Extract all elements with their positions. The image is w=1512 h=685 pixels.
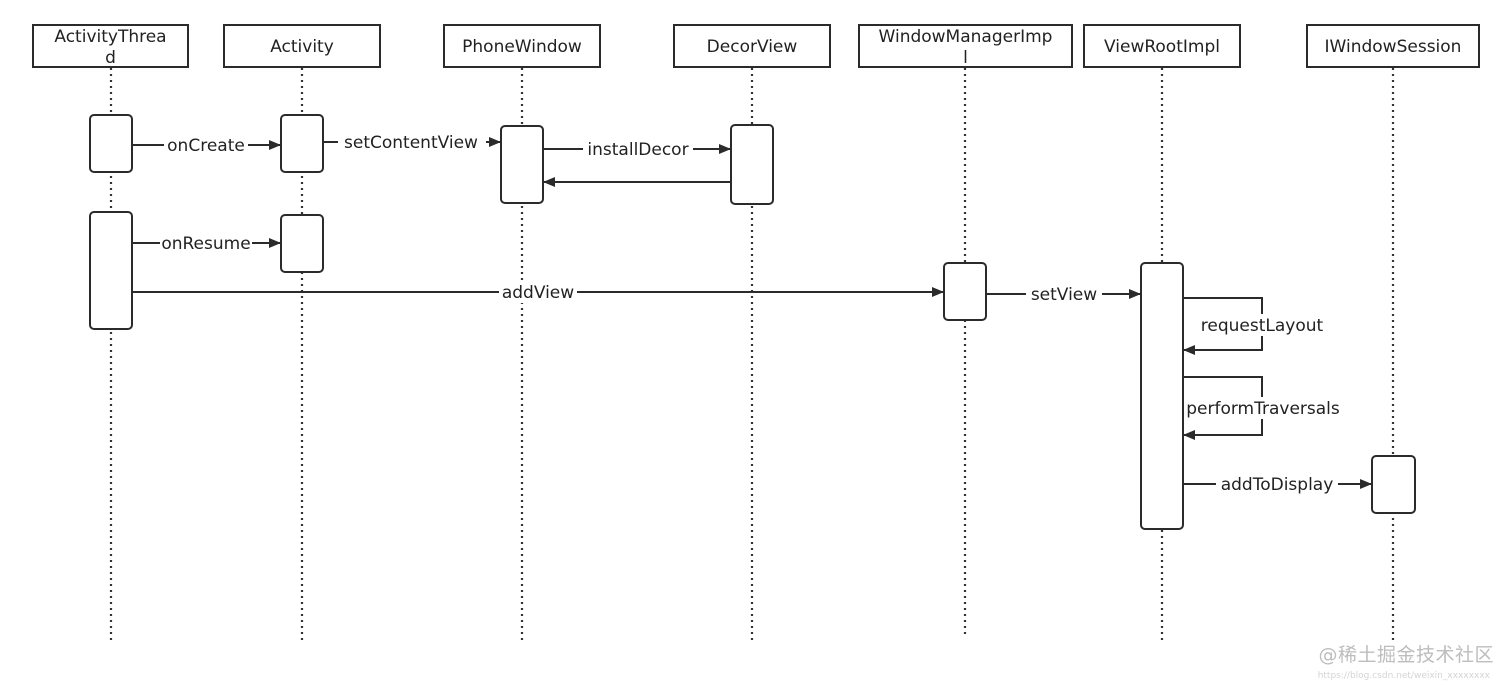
participant-label: DecorView <box>707 37 798 57</box>
participant-label: IWindowSession <box>1325 37 1462 57</box>
participant-label: Activity <box>270 37 334 57</box>
activation-activity-onresume <box>280 214 324 273</box>
participant-box <box>858 24 1073 68</box>
message-label-background <box>583 138 693 160</box>
participant-label-line-2: d <box>105 48 116 68</box>
message-label: onCreate <box>167 136 245 156</box>
participant-iwindowsession: IWindowSession <box>1306 24 1480 68</box>
message-requestlayout: requestLayout <box>1183 297 1328 355</box>
message-label: onResume <box>161 234 250 254</box>
activation-activitythread-oncreate <box>89 114 133 173</box>
participant-box <box>32 24 189 68</box>
activations <box>89 114 1416 530</box>
message-label-background <box>499 281 577 303</box>
message-performtraversals: performTraversals <box>1183 376 1342 440</box>
participant-phonewindow: PhoneWindow <box>443 24 601 68</box>
activation-iwindowsession <box>1371 455 1416 514</box>
message-label-background <box>1026 283 1102 305</box>
participant-label-line-1: WindowManagerImp <box>879 27 1053 47</box>
participant-box <box>443 24 601 68</box>
participant-box <box>223 24 381 68</box>
message-label: addToDisplay <box>1221 475 1334 495</box>
watermark-url: https://blog.csdn.net/weixin_xxxxxxxx <box>1317 671 1490 681</box>
message-label: installDecor <box>587 140 688 160</box>
activation-phonewindow <box>500 125 544 204</box>
message-installdecor: installDecor <box>543 138 731 160</box>
message-label: requestLayout <box>1201 316 1324 336</box>
message-label: setView <box>1031 285 1097 305</box>
participant-activity: Activity <box>223 24 381 68</box>
lifelines <box>109 68 1395 640</box>
message-label: addView <box>502 283 574 303</box>
watermark: @稀土掘金技术社区 <box>1318 644 1494 666</box>
participant-label-line-2: l <box>963 48 968 68</box>
participant-decorview: DecorView <box>673 24 831 68</box>
activation-windowmanagerimpl <box>943 262 987 321</box>
participant-label: ViewRootImpl <box>1104 37 1220 57</box>
activation-activitythread-onresume <box>89 211 133 330</box>
message-oncreate: onCreate <box>132 134 281 156</box>
message-addtodisplay: addToDisplay <box>1183 473 1372 495</box>
activation-decorview <box>730 124 774 205</box>
participant-activitythread: ActivityThrea d <box>32 24 189 68</box>
participant-viewrootimpl: ViewRootImpl <box>1083 24 1241 68</box>
message-label-background <box>164 134 248 156</box>
message-addview: addView <box>132 281 944 303</box>
activation-activity-oncreate <box>280 114 324 173</box>
message-setview: setView <box>986 283 1141 305</box>
message-label-background <box>1196 314 1328 336</box>
message-label-background <box>1184 397 1342 419</box>
message-label: setContentView <box>344 133 478 153</box>
participant-box <box>673 24 831 68</box>
message-label-background <box>338 131 486 153</box>
message-label: performTraversals <box>1186 399 1340 419</box>
participant-label: PhoneWindow <box>462 37 582 57</box>
message-label-background <box>1216 473 1338 495</box>
message-setcontentview: setContentView <box>323 131 501 153</box>
participant-box <box>1306 24 1480 68</box>
participant-label-line-1: ActivityThrea <box>54 27 166 47</box>
activation-viewrootimpl <box>1140 262 1184 530</box>
participant-box <box>1083 24 1241 68</box>
message-label-background <box>160 232 252 254</box>
message-onresume: onResume <box>132 232 281 254</box>
participant-windowmanagerimpl: WindowManagerImp l <box>858 24 1073 68</box>
